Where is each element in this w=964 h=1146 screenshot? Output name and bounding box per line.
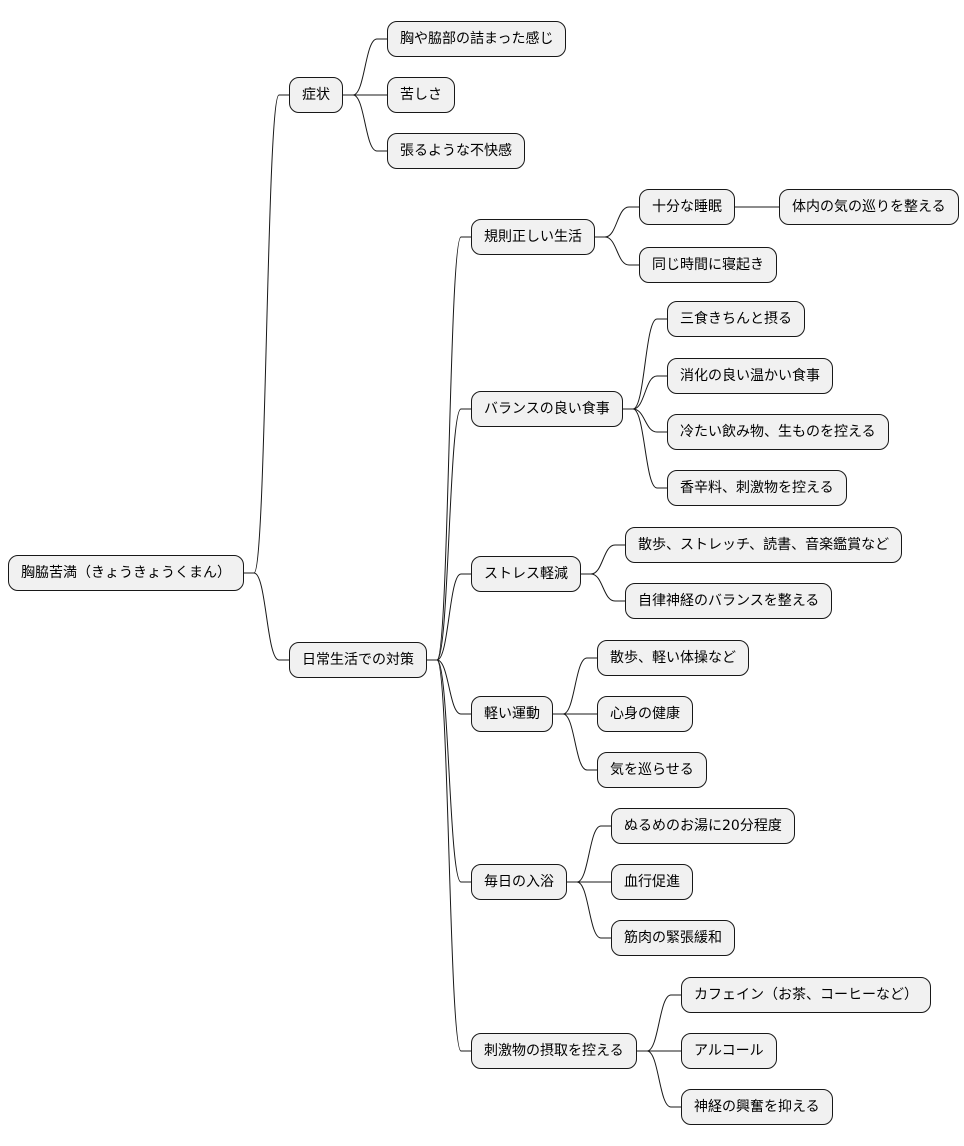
node-mind-body-health: 心身の健康 xyxy=(597,696,693,732)
connector-line xyxy=(244,94,289,574)
node-circulate-qi: 気を巡らせる xyxy=(597,752,707,788)
node-symptoms: 症状 xyxy=(289,77,343,113)
node-balanced-diet: バランスの良い食事 xyxy=(471,391,623,427)
node-enough-sleep: 十分な睡眠 xyxy=(639,189,735,225)
node-alcohol: アルコール xyxy=(681,1033,777,1069)
node-symptom-chest-tightness: 胸や脇部の詰まった感じ xyxy=(387,21,567,57)
node-symptom-distress: 苦しさ xyxy=(387,77,455,113)
connector-line xyxy=(567,881,611,939)
node-lukewarm-20min: ぬるめのお湯に20分程度 xyxy=(611,808,795,844)
connector-line xyxy=(567,825,611,883)
node-walk-light-exercise: 散歩、軽い体操など xyxy=(597,640,749,676)
connector-line xyxy=(637,1050,681,1108)
connector-line xyxy=(343,94,387,152)
node-caffeine: カフェイン（お茶、コーヒーなど） xyxy=(681,977,931,1013)
node-blood-circulation: 血行促進 xyxy=(611,864,693,900)
node-warm-digestible-meals: 消化の良い温かい食事 xyxy=(667,358,833,394)
node-daily-measures: 日常生活での対策 xyxy=(289,642,427,678)
node-muscle-relax: 筋肉の緊張緩和 xyxy=(611,920,735,956)
node-avoid-spices: 香辛料、刺激物を控える xyxy=(667,470,847,506)
node-three-meals: 三食きちんと摂る xyxy=(667,301,805,337)
connector-line xyxy=(244,572,289,661)
node-calm-nerves: 神経の興奮を抑える xyxy=(681,1089,833,1125)
connector-line xyxy=(427,573,471,661)
connector-line xyxy=(427,659,471,883)
connector-line xyxy=(623,318,667,410)
node-light-exercise: 軽い運動 xyxy=(471,696,553,732)
connector-line xyxy=(581,544,625,575)
connector-line xyxy=(343,38,387,96)
node-regular-life: 規則正しい生活 xyxy=(471,219,595,255)
node-stress-reduction: ストレス軽減 xyxy=(471,556,581,592)
node-avoid-cold-raw: 冷たい飲み物、生ものを控える xyxy=(667,414,889,450)
node-walk-stretch-reading-music: 散歩、ストレッチ、読書、音楽鑑賞など xyxy=(625,527,903,563)
node-avoid-stimulants: 刺激物の摂取を控える xyxy=(471,1033,637,1069)
connector-line xyxy=(427,659,471,715)
connector-line xyxy=(581,573,625,602)
connector-line xyxy=(427,408,471,661)
node-balance-qi-flow: 体内の気の巡りを整える xyxy=(779,189,959,225)
connector-line xyxy=(427,659,471,1052)
node-daily-bath: 毎日の入浴 xyxy=(471,864,567,900)
connector-line xyxy=(427,236,471,661)
connector-line xyxy=(553,713,597,771)
connector-line xyxy=(623,408,667,489)
connector-line xyxy=(595,206,639,238)
node-same-time-sleep-wake: 同じ時間に寝起き xyxy=(639,247,777,283)
node-symptom-distension: 張るような不快感 xyxy=(387,133,525,169)
node-balance-autonomic: 自律神経のバランスを整える xyxy=(625,583,833,619)
node-root: 胸脇苦満（きょうきょうくまん） xyxy=(8,555,244,591)
connector-line xyxy=(623,408,667,433)
connector-line xyxy=(637,994,681,1052)
connector-line xyxy=(595,236,639,266)
connector-line xyxy=(553,657,597,715)
connector-line xyxy=(623,375,667,410)
